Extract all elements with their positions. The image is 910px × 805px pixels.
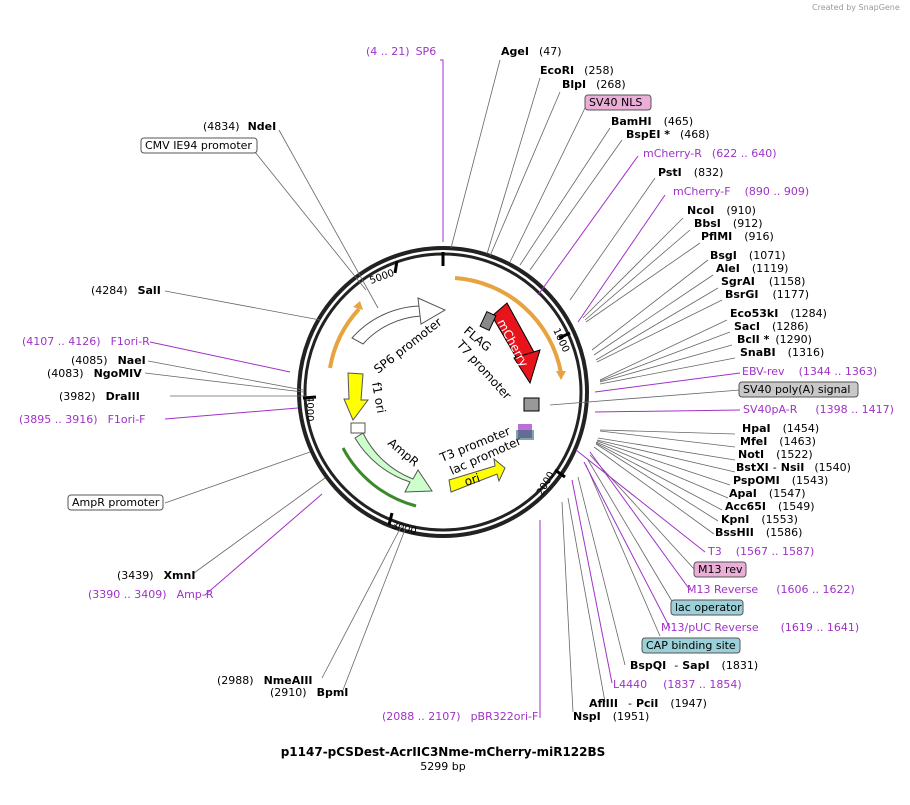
site-ecori: EcoRI(258) xyxy=(540,64,614,77)
m13-rev-box xyxy=(693,561,747,578)
ori-label: ori xyxy=(463,471,482,489)
site-noti: NotI(1522) xyxy=(738,448,813,461)
site-snabi: SnaBI(1316) xyxy=(740,346,824,359)
orf-arc-left xyxy=(328,307,361,369)
site-m13-reverse: M13 Reverse(1606 .. 1622) xyxy=(687,583,855,596)
site-bcli: BclI *(1290) xyxy=(737,333,812,346)
tick-label-4000: 4000 xyxy=(304,396,315,421)
tick-label-5000: 5000 xyxy=(368,268,396,287)
cmv-ie94-box xyxy=(140,137,258,154)
site-kpni: KpnI(1553) xyxy=(721,513,798,526)
site-bstxi-nsii: BstXI-NsiI(1540) xyxy=(736,461,851,474)
site-bsshii: BssHII(1586) xyxy=(715,526,802,539)
site-pbr322ori-f: (2088 .. 2107)pBR322ori-F xyxy=(382,710,538,723)
site-cmv-ie94: CMV IE94 promoter xyxy=(145,139,252,152)
f1-ori-label: f1 ori xyxy=(369,381,388,414)
leader-lines xyxy=(144,59,741,713)
site-amp-r: (3390 .. 3409)Amp-R xyxy=(88,588,214,601)
flag-feature xyxy=(479,310,497,332)
plasmid-size: 5299 bp xyxy=(420,760,465,773)
site-hpai: HpaI(1454) xyxy=(742,422,819,435)
site-eco53ki: Eco53kI(1284) xyxy=(730,307,827,320)
site-sp6: (4 .. 21)SP6 xyxy=(366,45,436,58)
site-l4440: L4440(1837 .. 1854) xyxy=(613,678,742,691)
site-f1ori-r: (4107 .. 4126)F1ori-R xyxy=(22,335,150,348)
polya-feature xyxy=(523,397,540,412)
credit-text: Created by SnapGene xyxy=(812,3,900,12)
site-ndei: (4834)NdeI xyxy=(203,120,276,133)
orf-arc-left-arrow xyxy=(353,301,363,310)
site-mcherry-f: mCherry-F(890 .. 909) xyxy=(673,185,809,198)
backbone-outer xyxy=(297,246,589,538)
orf-arc-right-arrow xyxy=(556,371,566,380)
site-m13-rev: M13 rev xyxy=(698,563,743,576)
ampr-feature[interactable] xyxy=(354,432,433,493)
site-acc65i: Acc65I(1549) xyxy=(725,500,815,513)
site-bpmi: (2910)BpmI xyxy=(270,686,348,699)
site-alei: AleI(1119) xyxy=(716,262,788,275)
ampr-label: AmpR xyxy=(385,436,421,470)
site-ngomiv: (4083)NgoMIV xyxy=(47,367,142,380)
sp6-arrowhead xyxy=(417,297,447,325)
site-naei: (4085)NaeI xyxy=(71,354,146,367)
site-mfei: MfeI(1463) xyxy=(740,435,816,448)
orf-arc-right xyxy=(454,276,563,374)
site-ncoi: NcoI(910) xyxy=(687,204,756,217)
ampr-promoter-block xyxy=(350,422,366,434)
site-mcherry-r: mCherry-R(622 .. 640) xyxy=(643,147,776,160)
site-sv40pa-r: SV40pA-R(1398 .. 1417) xyxy=(743,403,894,416)
site-pspomi: PspOMI(1543) xyxy=(733,474,828,487)
primer-lines xyxy=(149,59,741,718)
tick-4000 xyxy=(302,395,317,400)
site-bspqi-sapi: BspQI-SapI(1831) xyxy=(630,659,758,672)
f1-ori-feature[interactable] xyxy=(343,372,369,421)
site-pflmi: PflMI(916) xyxy=(701,230,774,243)
site-bsgi: BsgI(1071) xyxy=(710,249,785,262)
tick-label-3000: 3000 xyxy=(390,520,417,537)
ori-feature[interactable] xyxy=(448,457,506,493)
site-lac-operator: lac operator xyxy=(675,601,742,614)
ampr-promoter-box xyxy=(67,494,164,511)
site-bbsi: BbsI(912) xyxy=(694,217,763,230)
site-f1ori-f: (3895 .. 3916)F1ori-F xyxy=(19,413,146,426)
site-agei: AgeI(47) xyxy=(501,45,562,58)
site-ampr-promoter: AmpR promoter xyxy=(72,496,160,509)
site-apai: ApaI(1547) xyxy=(729,487,805,500)
tick-5000 xyxy=(393,260,399,274)
site-nspi: NspI(1951) xyxy=(573,710,649,723)
sv40-polya-box xyxy=(738,381,859,398)
site-cap-binding: CAP binding site xyxy=(646,639,736,652)
site-psti: PstI(832) xyxy=(658,166,723,179)
lac-marks xyxy=(516,430,534,440)
tick-3000 xyxy=(387,512,394,526)
site-t3: T3(1567 .. 1587) xyxy=(707,545,814,558)
site-afliii-pcii: AflIII-PciI(1947) xyxy=(589,697,707,710)
site-sv40-polya: SV40 poly(A) signal xyxy=(743,383,850,396)
site-sv40-nls: SV40 NLS xyxy=(589,96,642,109)
site-nmeaiii: (2988)NmeAIII xyxy=(217,674,313,687)
site-sgrai: SgrAI(1158) xyxy=(721,275,805,288)
site-bamhi: BamHI(465) xyxy=(611,115,693,128)
site-bspei: BspEI *(468) xyxy=(626,128,710,141)
mcherry-arrowhead xyxy=(513,349,541,385)
site-saci: SacI(1286) xyxy=(734,320,809,333)
cap-binding-box xyxy=(641,637,741,654)
site-xmni: (3439)XmnI xyxy=(117,569,195,582)
site-m13-puc-reverse: M13/pUC Reverse(1619 .. 1641) xyxy=(661,621,859,634)
tick-1000 xyxy=(558,331,571,340)
sv40-nls-box xyxy=(584,94,652,111)
site-draiii: (3982)DraIII xyxy=(59,390,140,403)
lac-operator-box xyxy=(670,599,744,616)
site-blpi: BlpI(268) xyxy=(562,78,626,91)
site-bsrgi: BsrGI(1177) xyxy=(725,288,809,301)
tick-2000 xyxy=(554,468,566,479)
site-ebv-rev: EBV-rev(1344 .. 1363) xyxy=(742,365,877,378)
site-sali: (4284)SalI xyxy=(91,284,161,297)
plasmid-title: p1147-pCSDest-AcrIIC3Nme-mCherry-miR122B… xyxy=(281,745,606,759)
orf-arc-amp xyxy=(341,447,417,508)
